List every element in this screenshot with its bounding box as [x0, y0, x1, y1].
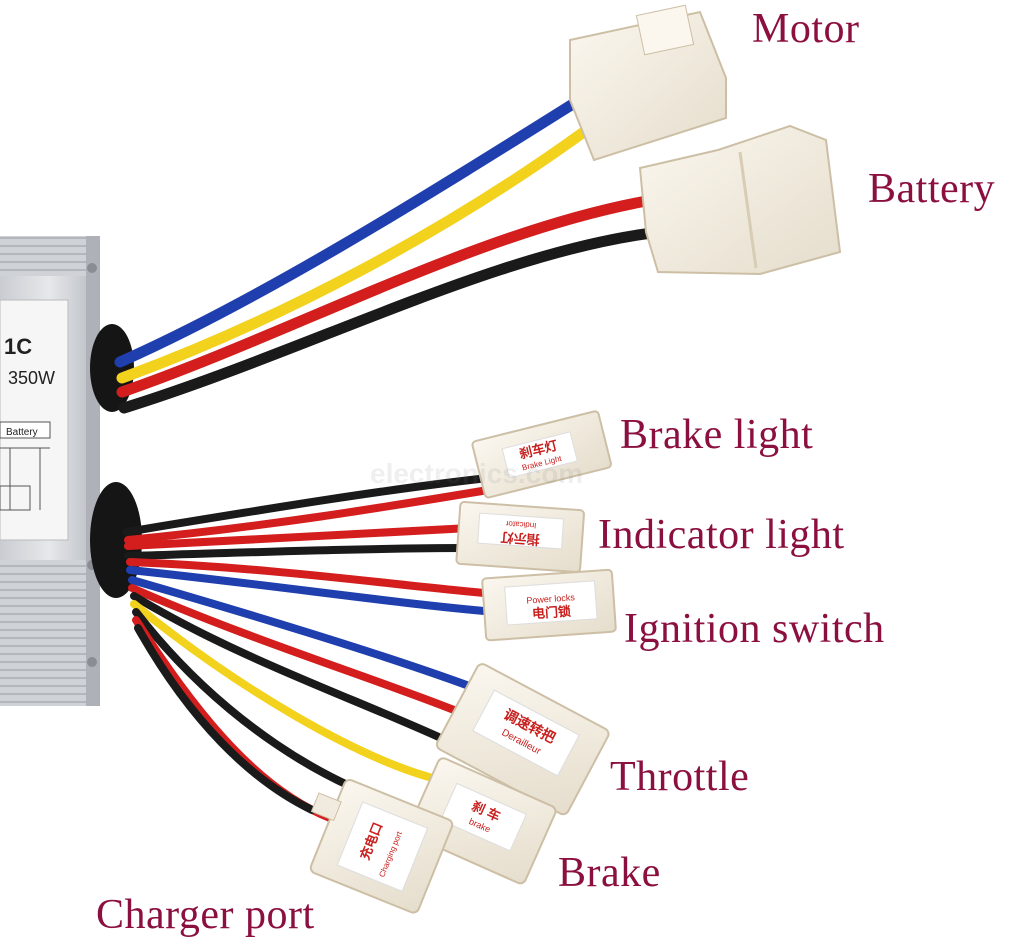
- indicator-light-label: Indicator light: [598, 512, 845, 558]
- ignition-tag-en: Power locks: [526, 592, 576, 605]
- throttle-plug: 调速转把 Derailleur: [435, 663, 610, 816]
- throttle-label: Throttle: [610, 754, 750, 800]
- brake-plug: 刹 车 brake: [407, 757, 557, 885]
- diagram-battery-text: Battery: [6, 427, 38, 438]
- motor-connector: [569, 4, 727, 162]
- indicator-tag-cn: 指示灯: [500, 530, 540, 548]
- brake-light-label: Brake light: [620, 412, 814, 458]
- model-text: 1C: [4, 334, 32, 359]
- power-rating-text: 350W: [8, 368, 55, 388]
- indicator-plug: Indicator 指示灯: [455, 501, 585, 573]
- charger-port-label: Charger port: [96, 892, 315, 938]
- battery-connector: [638, 124, 842, 276]
- watermark: electronics.com: [370, 458, 584, 489]
- brake-light-plug: 刹车灯 Brake Light: [471, 410, 612, 499]
- controller-housing: 1C 350W Battery: [0, 236, 142, 706]
- lower-wires: [122, 474, 500, 822]
- indicator-tag-en: Indicator: [505, 519, 537, 530]
- upper-grommet: [90, 324, 134, 412]
- battery-label: Battery: [868, 166, 996, 212]
- upper-wires: [114, 86, 666, 414]
- brake-label: Brake: [558, 850, 661, 896]
- ignition-switch-label: Ignition switch: [624, 606, 885, 652]
- ignition-tag-cn: 电门锁: [532, 604, 572, 622]
- charger-plug: 充电口 Charging port: [309, 779, 454, 914]
- motor-label: Motor: [752, 6, 860, 52]
- ignition-plug: Power locks 电门锁: [481, 568, 617, 642]
